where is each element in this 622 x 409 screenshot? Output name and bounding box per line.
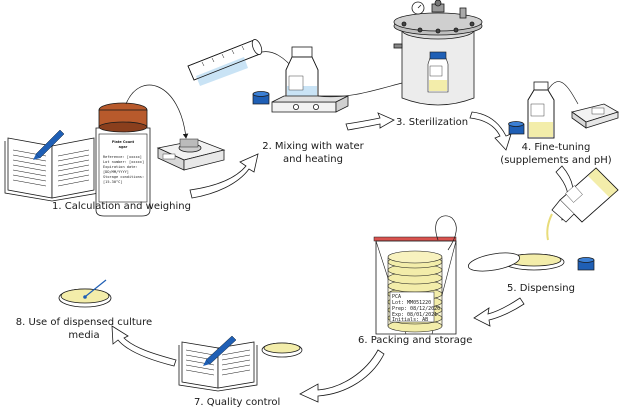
step-5-label: 5. Dispensing (507, 283, 575, 294)
step-7-label: 7. Quality control (194, 397, 281, 408)
step-8-label-line1: 8. Use of dispensed culture (15, 317, 153, 328)
qc-book-icon (178, 341, 258, 392)
graduated-cylinder-icon (187, 39, 263, 86)
to-autoclave-arrow (317, 78, 415, 98)
step-arrow-2-3 (345, 112, 395, 131)
step-2-label: 2. Mixing with water and heating (258, 140, 368, 166)
bag-label-line: Lot: MM051220 (392, 300, 431, 306)
inoculated-petri-dish-icon (58, 279, 112, 308)
bottle-cap-icon (577, 257, 595, 271)
bottle-cap-icon (252, 91, 270, 105)
jar-label-line: [DD/MM/YYYY] (103, 170, 129, 174)
petri-dish-icon (467, 252, 565, 272)
step-4-label-line2: (supplements and pH) (500, 155, 612, 166)
bottle-cap-icon (508, 121, 525, 135)
jar-label-subtitle: agar (119, 145, 128, 149)
jar-label-line: [15-30°C] (103, 180, 122, 184)
step-3-label: 3. Sterilization (396, 117, 469, 128)
jar-label-line: Reference: [xxxxx] (103, 155, 142, 159)
balance-scale-icon (156, 138, 226, 171)
hot-plate-stirrer-icon (271, 95, 349, 113)
step-2-label-line2: and heating (283, 154, 343, 165)
step-arrow-7-8 (111, 325, 177, 367)
ph-meter-icon (571, 103, 619, 129)
jar-label: Plate Count agar Reference: [xxxxx] Lot … (103, 140, 144, 184)
step-4-label: 4. Fine-tuning (supplements and pH) (493, 141, 619, 167)
step-arrow-3-4 (469, 111, 512, 151)
step-2-label-line1: 2. Mixing with water (262, 141, 364, 152)
jar-label-line: Storage conditions: (103, 175, 144, 179)
jar-label-title: Plate Count (112, 140, 135, 144)
autoclave-icon (393, 0, 483, 106)
probe-cable (547, 81, 579, 105)
jar-label-line: Lot number: [xxxxx] (103, 160, 144, 164)
bag-label: PCA Lot: MM051220 Prep: 08/12/2020 Exp: … (389, 291, 440, 323)
step-arrow-1-2 (189, 153, 259, 199)
step-6-label: 6. Packing and storage (358, 335, 473, 346)
agar-stream (546, 213, 553, 241)
bag-label-line: PCA (392, 294, 401, 300)
step-arrow-5-6 (473, 297, 525, 327)
jar-label-line: Expiration date: (103, 165, 138, 169)
open-book-icon (4, 137, 100, 202)
step-4-label-line1: 4. Fine-tuning (521, 142, 591, 153)
supplemented-bottle-icon (527, 81, 555, 139)
pen-icon (33, 129, 65, 160)
transfer-arrow (125, 84, 189, 139)
step-1-label: 1. Calculation and weighing (52, 201, 191, 212)
bag-label-line: Prep: 08/12/2020 (392, 306, 440, 312)
bag-label-line: Exp: 08/01/2021 (392, 312, 437, 318)
step-8-label-line2: media (68, 330, 100, 341)
step-8-label: 8. Use of dispensed culture media (4, 316, 164, 342)
media-bottle-icon (285, 46, 319, 105)
step-arrow-6-7 (299, 349, 385, 403)
qc-petri-dish-icon (261, 342, 303, 358)
pouring-bottle-icon (551, 167, 619, 223)
pen-icon (203, 335, 237, 366)
bag-label-box (389, 291, 435, 323)
bag-label-line: Initials: AB (392, 317, 428, 323)
reagent-jar-icon (95, 102, 151, 217)
